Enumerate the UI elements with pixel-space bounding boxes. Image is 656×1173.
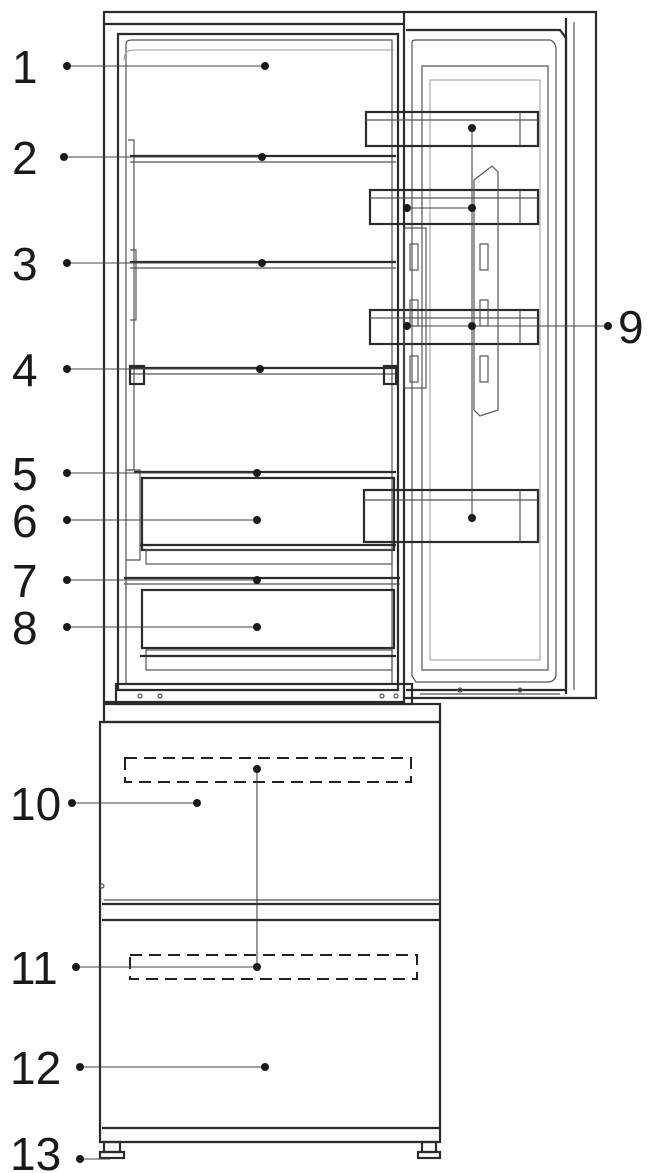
callout-9: 9 (618, 301, 644, 353)
callout-13: 13 (10, 1128, 61, 1173)
fridge-door (404, 10, 598, 700)
callout-7: 7 (12, 555, 38, 607)
freezer-section (98, 702, 442, 1144)
callout-8: 8 (12, 602, 38, 654)
fridge-cabinet (102, 10, 406, 704)
door-bins (362, 110, 540, 544)
glass-shelves (128, 154, 398, 474)
handle-upper-dashed (124, 757, 412, 783)
callout-4: 4 (12, 344, 38, 396)
callout-12: 12 (10, 1042, 61, 1094)
leader-lines (64, 65, 608, 1160)
callout-5: 5 (12, 448, 38, 500)
callout-11: 11 (10, 942, 58, 994)
callout-10: 10 (10, 778, 61, 830)
callout-dots (60, 62, 612, 1163)
callout-6: 6 (12, 495, 38, 547)
callout-1: 1 (12, 41, 38, 93)
callout-numbers: 1 2 3 4 5 6 7 8 9 10 11 12 13 (10, 41, 644, 1173)
crisper-drawer-upper (140, 476, 396, 565)
callout-3: 3 (12, 238, 38, 290)
adjustable-feet (98, 1140, 442, 1160)
crisper-drawer-lower (124, 576, 400, 671)
callout-2: 2 (12, 132, 38, 184)
door-bin-rails (403, 165, 499, 417)
